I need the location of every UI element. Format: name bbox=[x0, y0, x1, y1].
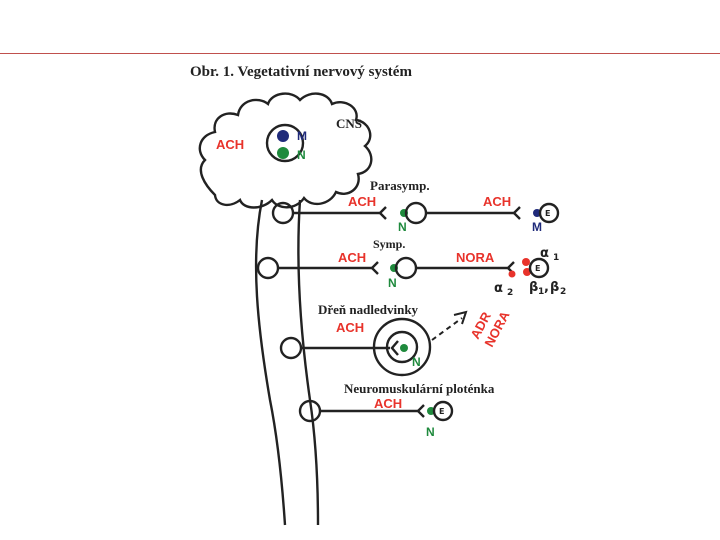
m-receptor-dot bbox=[277, 130, 289, 142]
nmj-ach: ACH bbox=[374, 396, 402, 411]
symp-label: Symp. bbox=[373, 237, 405, 251]
parasymp-synapse bbox=[378, 206, 387, 220]
nmj-synapse bbox=[416, 404, 425, 418]
adrenal-n-label: N bbox=[412, 355, 421, 369]
n-receptor-dot bbox=[277, 147, 289, 159]
spinal-cord bbox=[254, 199, 320, 526]
beta1-label: β bbox=[529, 280, 538, 295]
header-rule bbox=[0, 53, 720, 54]
cns-label: CNS bbox=[336, 116, 362, 131]
adrenal-n-dot bbox=[400, 344, 408, 352]
parasymp-effector-label: E bbox=[545, 209, 550, 218]
symp-synapse bbox=[370, 261, 379, 275]
symp-nora-label: NORA bbox=[456, 250, 495, 265]
adrenal-synapse bbox=[390, 340, 399, 356]
adrenal-secretion-arrow bbox=[431, 317, 463, 341]
cns-m-label: M bbox=[297, 129, 307, 143]
symp-pre-ach: ACH bbox=[338, 250, 366, 265]
symp-root-neuron bbox=[256, 256, 280, 280]
cns-ach-label: ACH bbox=[216, 137, 244, 152]
parasymp-n-label: N bbox=[398, 220, 407, 234]
parasymp-post-ach: ACH bbox=[483, 194, 511, 209]
nmj-label: Neuromuskulární ploténka bbox=[344, 381, 495, 396]
adrenal-root-neuron bbox=[279, 336, 303, 360]
adrenal-gland-outer bbox=[372, 317, 432, 377]
alpha1-sub: 1 bbox=[553, 253, 559, 263]
parasymp-label: Parasymp. bbox=[370, 178, 430, 193]
parasymp-ganglion-neuron bbox=[404, 201, 428, 225]
beta-separator: , bbox=[544, 280, 549, 295]
figure-title: Obr. 1. Vegetativní nervový systém bbox=[190, 64, 412, 80]
adrenal-arrowhead bbox=[453, 310, 468, 325]
parasymp-pre-ach: ACH bbox=[348, 194, 376, 209]
parasymp-effector-synapse bbox=[512, 206, 521, 220]
parasymp-effector bbox=[538, 202, 560, 224]
cns-n-label: N bbox=[297, 148, 306, 162]
beta2-label: β bbox=[550, 280, 559, 295]
alpha2-label: α bbox=[494, 281, 503, 296]
adrenal-ach: ACH bbox=[336, 320, 364, 335]
parasymp-m-label: M bbox=[532, 220, 542, 234]
beta2-sub: 2 bbox=[560, 287, 566, 297]
cns-neuron bbox=[265, 123, 305, 163]
nmj-effector-label: E bbox=[439, 407, 444, 416]
beta1-sub: 1 bbox=[538, 287, 544, 297]
alpha1-label: α bbox=[540, 246, 549, 261]
symp-ganglion-neuron bbox=[394, 256, 418, 280]
cns-cloud bbox=[198, 92, 373, 209]
symp-n-label: N bbox=[388, 276, 397, 290]
symp-alpha1-dot bbox=[522, 258, 530, 266]
symp-alpha2-dot bbox=[508, 270, 516, 278]
adrenal-chromaffin-cell bbox=[385, 330, 419, 364]
adrenal-label: Dřeň nadledvinky bbox=[318, 302, 419, 317]
nmj-n-label: N bbox=[426, 425, 435, 439]
alpha2-sub: 2 bbox=[507, 288, 513, 298]
nmj-effector bbox=[432, 400, 454, 422]
symp-effector bbox=[528, 257, 550, 279]
symp-effector-label: E bbox=[535, 264, 540, 273]
